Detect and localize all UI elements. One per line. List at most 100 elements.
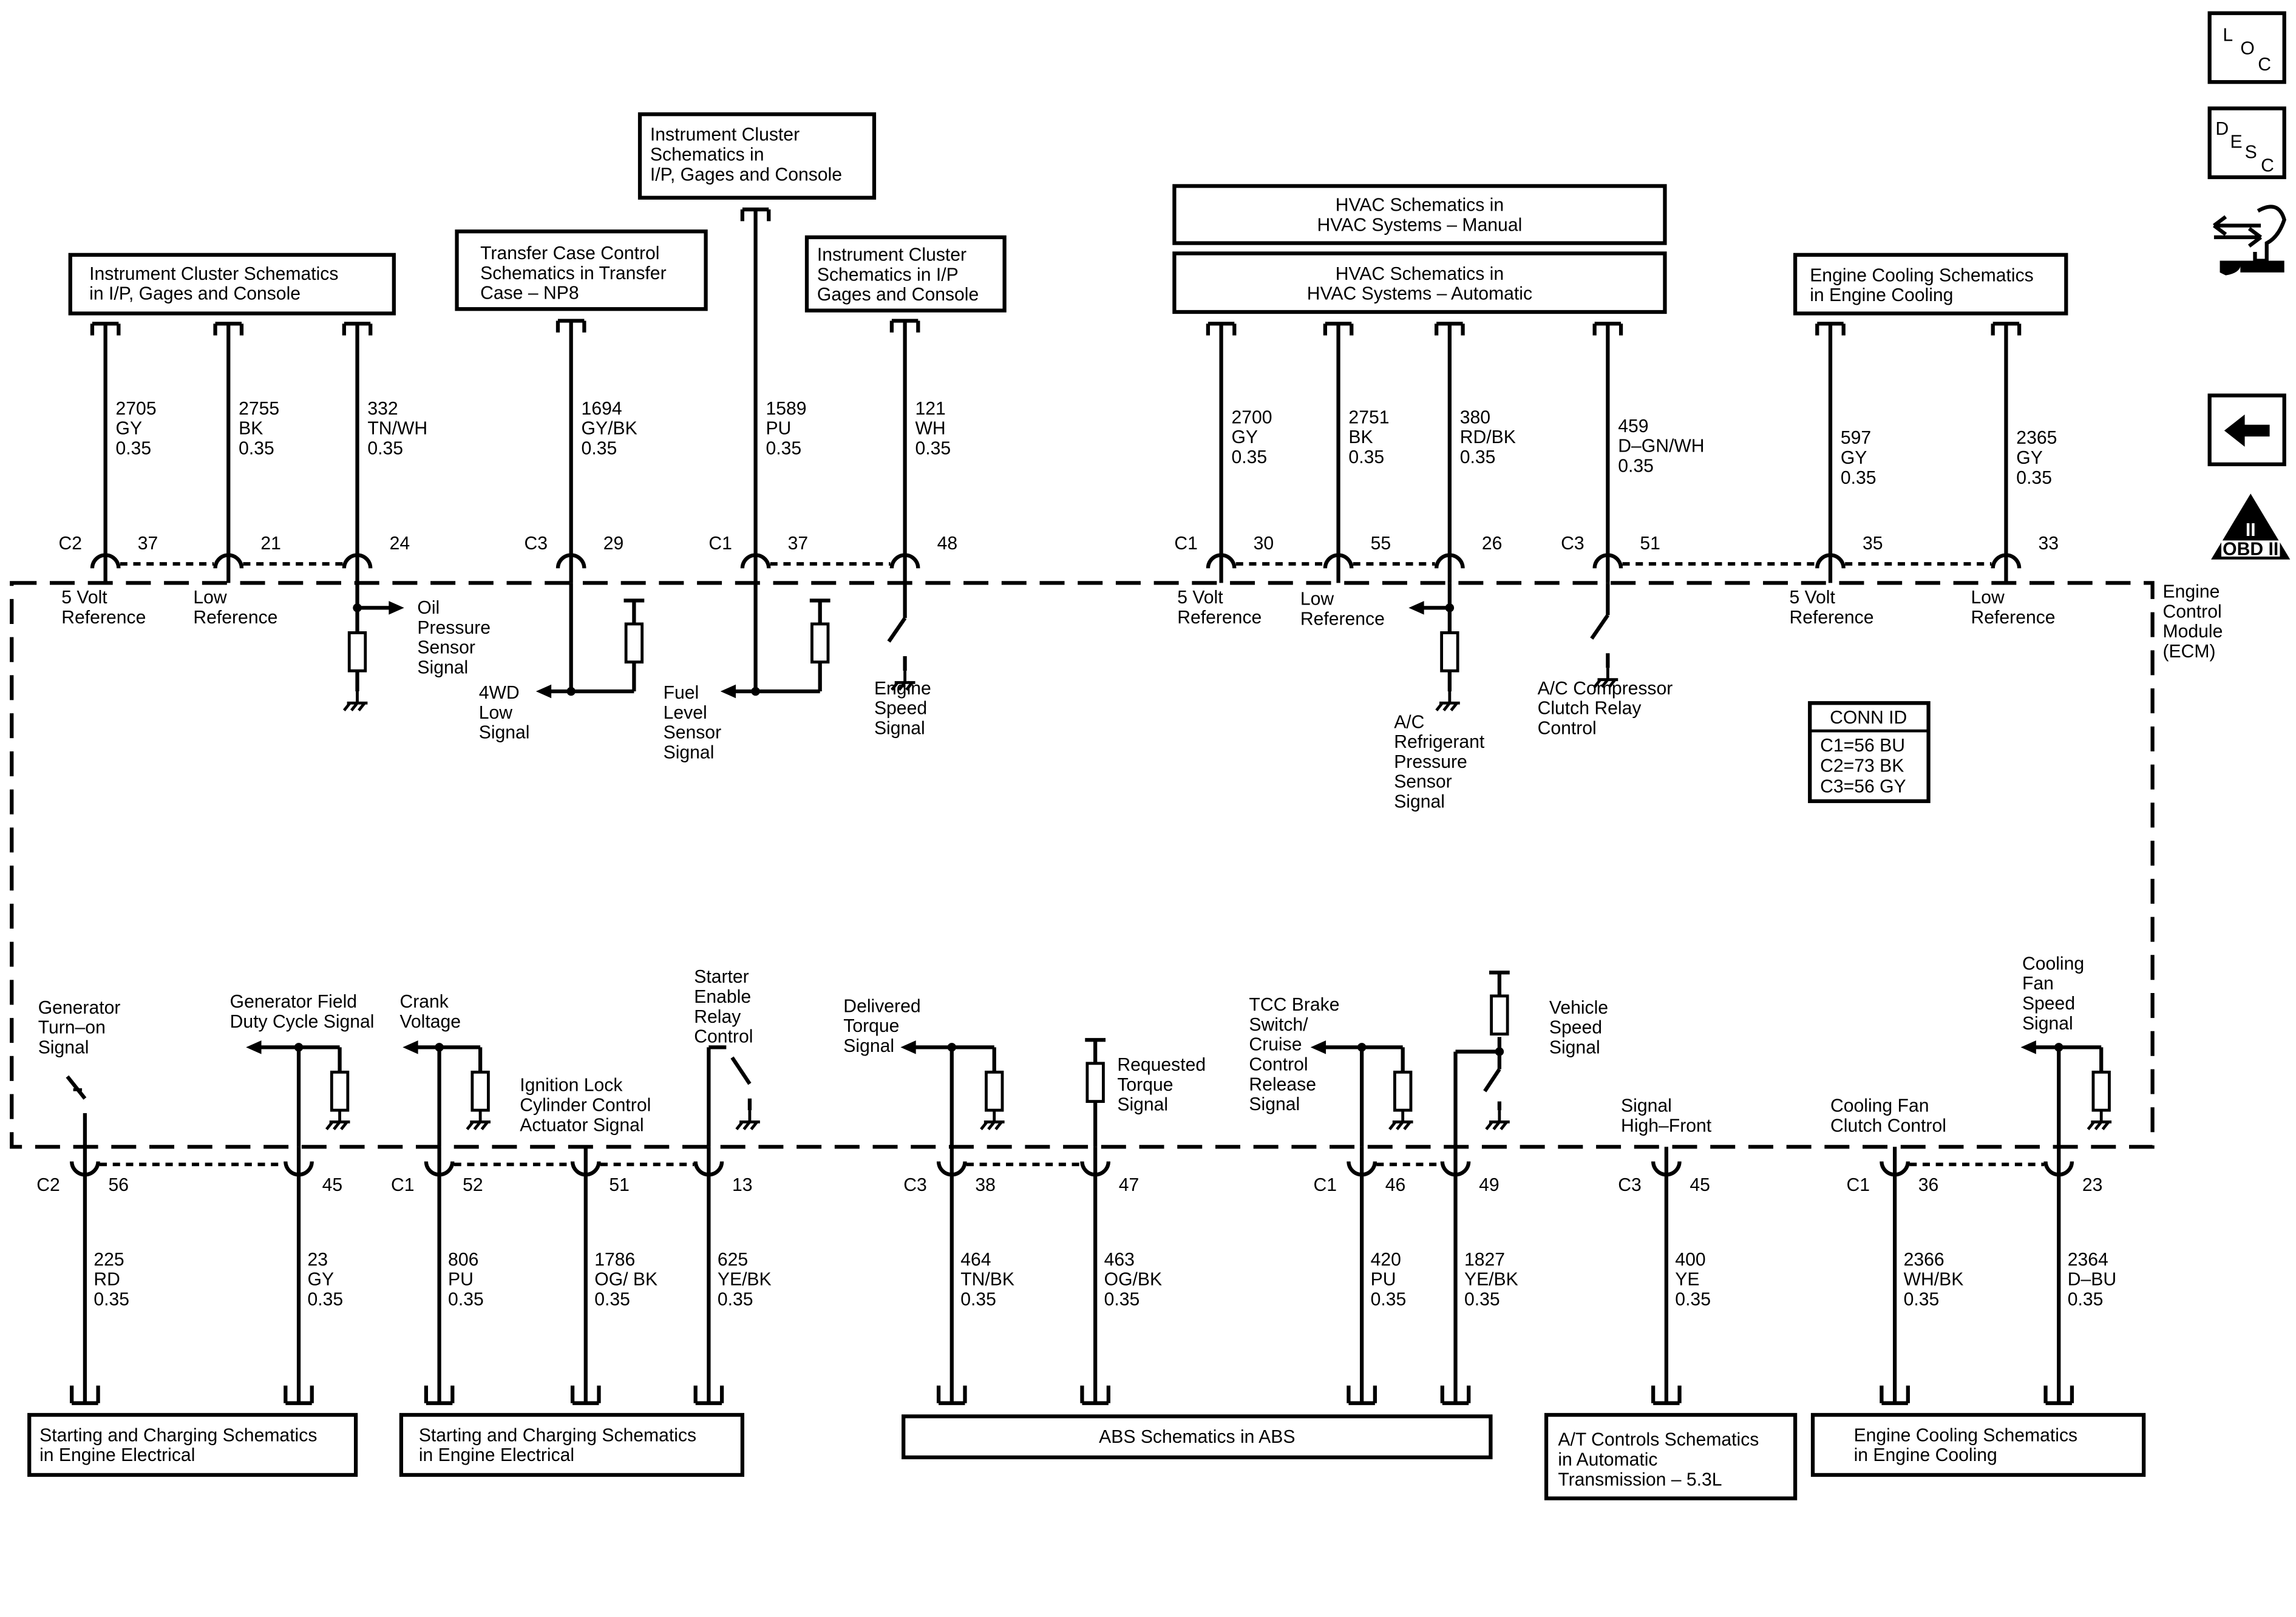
schematic-box-frame	[1544, 1412, 1798, 1500]
wire-label: 0.35	[448, 1289, 484, 1309]
wire-label: RD/BK	[1460, 427, 1516, 447]
schematic-box-abs[interactable]: ABS Schematics in ABS	[902, 1414, 1493, 1460]
conn-id-title: CONN ID	[1830, 708, 1907, 728]
schematic-box-frame	[1172, 184, 1667, 245]
ground-hatch	[742, 1120, 751, 1130]
pin-number: 56	[108, 1175, 129, 1195]
signal-label: Signal	[1549, 1037, 1600, 1057]
signal-label: Requested	[1117, 1055, 1206, 1075]
resistor-icon	[1393, 1070, 1413, 1112]
schematic-box-frame	[902, 1414, 1493, 1460]
signal-label: Signal	[843, 1036, 894, 1056]
loc-letter: O	[2240, 38, 2254, 58]
ground-hatch	[1435, 702, 1444, 711]
ground-hatch	[905, 681, 914, 691]
ground-hatch	[350, 702, 359, 711]
obd-numeral: II	[2246, 520, 2256, 540]
ground-hatch	[1388, 1120, 1397, 1130]
desc-frame	[2207, 106, 2286, 180]
schematic-box-label: Schematics in I/P	[817, 265, 959, 285]
wire-label: 0.35	[594, 1289, 630, 1309]
ground-hatch	[1492, 1120, 1501, 1130]
ground-hatch	[750, 1120, 758, 1130]
signal-label: Signal	[417, 658, 468, 678]
arrow-icon	[389, 601, 404, 615]
wire-label: PU	[1371, 1270, 1396, 1290]
schematic-box-label: Schematics in	[650, 144, 764, 164]
wire-label: GY	[308, 1270, 335, 1290]
wire-segment	[730, 1056, 752, 1085]
schematic-box-label: HVAC Systems – Manual	[1317, 215, 1523, 235]
wire-segment	[66, 1075, 87, 1100]
wire-label: 0.35	[718, 1289, 753, 1309]
schematic-box-label: in I/P, Gages and Console	[89, 284, 301, 304]
pin-number: 26	[1482, 534, 1503, 554]
signal-label: Level	[664, 703, 707, 723]
loc-icon[interactable]: LOC	[2207, 11, 2286, 84]
schematic-box-frame	[637, 112, 877, 200]
wire-label: 0.35	[766, 439, 801, 459]
ground-hatch	[1403, 1120, 1411, 1130]
connector-tool-icon[interactable]	[2213, 205, 2286, 276]
ground-hatch	[898, 681, 906, 691]
wire-label: BK	[1348, 427, 1373, 447]
schematic-box-frame	[804, 235, 1007, 313]
signal-label: Starter	[694, 967, 749, 987]
connector-id: C3	[903, 1175, 927, 1195]
conn-id-frame	[1808, 701, 1931, 804]
schematic-box-frame	[1810, 1412, 2146, 1477]
signal-label: Signal	[1117, 1095, 1168, 1115]
signal-label: Turn–on	[38, 1018, 106, 1038]
wire-label: 0.35	[2016, 468, 2052, 488]
signal-label: Torque	[1117, 1075, 1173, 1095]
wire-segment	[1483, 1068, 1501, 1093]
ground-hatch	[987, 1120, 996, 1130]
signal-label: Clutch Relay	[1538, 699, 1642, 719]
signal-label: Reference	[61, 608, 146, 628]
ground-icon	[1485, 1110, 1510, 1130]
wire-label: 0.35	[93, 1289, 129, 1309]
back-arrow-icon[interactable]	[2207, 393, 2286, 467]
wire-label: D–GN/WH	[1618, 436, 1704, 456]
arrow-icon	[720, 684, 736, 699]
pin-number: 37	[788, 534, 809, 554]
